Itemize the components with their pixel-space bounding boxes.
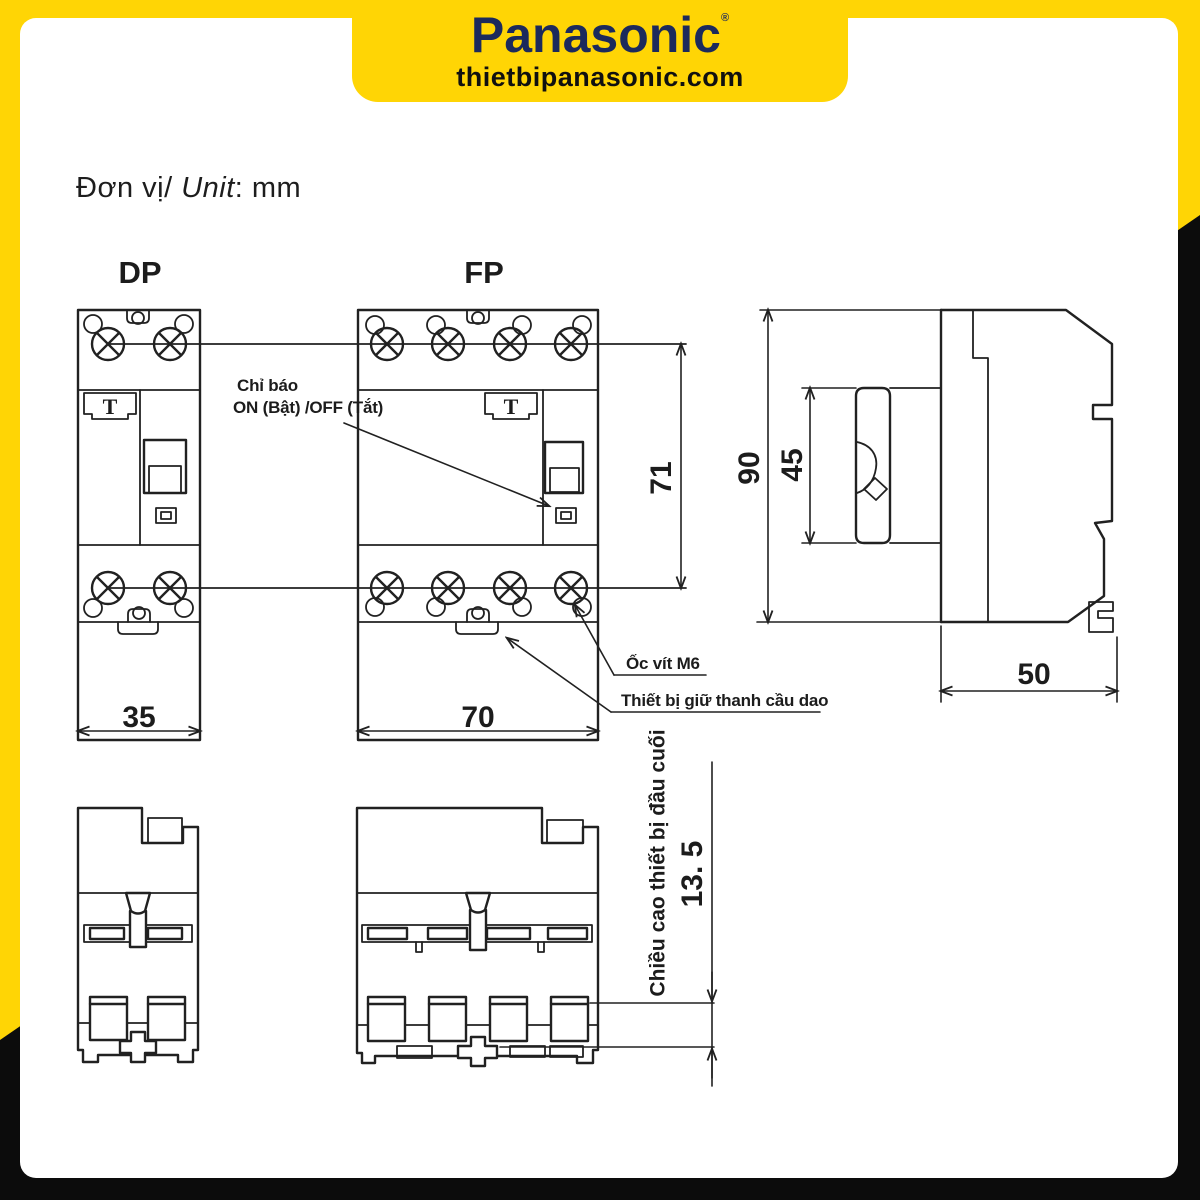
indicator-callout-line2: ON (Bật) /OFF (Tắt) (233, 398, 383, 417)
fp-width-value: 70 (461, 701, 494, 734)
rail-holder-tab (117, 621, 159, 635)
panasonic-logo: Panasonic® (471, 10, 729, 60)
indicator-leader (343, 422, 549, 506)
dp-front-view: T 35 (78, 308, 200, 742)
on-off-indicator (155, 507, 177, 524)
toggle-profile (854, 386, 892, 545)
screw-leader (575, 605, 615, 676)
side-view: 90 45 50 (733, 308, 1117, 703)
on-off-indicator (555, 507, 577, 524)
trip-marking-box (484, 392, 538, 420)
unit-label-vi: Đơn vị/ (76, 172, 182, 204)
toggle-handle (543, 440, 585, 495)
cross-slot (118, 1030, 158, 1064)
bottom-clamp (127, 608, 151, 623)
t-marking: T (103, 394, 118, 419)
terminal-axis-lines (107, 343, 687, 589)
side-body-outline (939, 308, 1114, 624)
mount-hole (174, 314, 194, 334)
screw-callout: Ốc vít M6 (626, 653, 700, 673)
dp-width-value: 35 (122, 701, 155, 734)
terminal-height-dimension: 13. 5 Chiều cao thiết bị đầu cuối (499, 729, 714, 1087)
website-text: thietbipanasonic.com (456, 61, 744, 92)
depth-value: 50 (1017, 658, 1050, 691)
bottom-clamp (466, 608, 490, 623)
unit-label: Đơn vị/ Unit: mm (76, 172, 301, 205)
dp-view-label: DP (118, 255, 161, 290)
indicator-callout-line1: Chỉ báo (237, 376, 298, 395)
terminal-block-tab (147, 817, 183, 844)
top-clamp (466, 309, 490, 324)
callout-annotations: Chỉ báo ON (Bật) /OFF (Tắt) Ốc vít M6 Th… (233, 376, 829, 713)
din-rail-clip (1088, 601, 1114, 633)
mount-hole (83, 314, 103, 334)
t-marking: T (504, 394, 519, 419)
fp-view-label: FP (464, 255, 504, 290)
terminal-pitch-dimension: 71 (645, 344, 681, 588)
rail-holder-callout: Thiết bị giữ thanh cầu dao (621, 691, 828, 710)
cross-slot (456, 1035, 499, 1068)
unit-label-suffix: : mm (234, 172, 302, 204)
rail-holder-tab (455, 621, 499, 635)
terminal-height-label: Chiều cao thiết bị đầu cuối (647, 729, 670, 996)
trip-marking-box (83, 392, 137, 420)
fp-bottom-view (355, 806, 600, 1068)
top-clamp (126, 309, 150, 324)
handle-height-value: 45 (776, 448, 809, 481)
site-banner: Panasonic® thietbipanasonic.com (352, 0, 848, 102)
toggle-grip-detail (863, 477, 888, 501)
dp-bottom-view (76, 806, 200, 1064)
body-height-value: 90 (733, 451, 766, 484)
fp-front-view: T 70 (358, 308, 598, 742)
unit-label-en: Unit (181, 172, 235, 204)
trademark-symbol: ® (721, 11, 730, 24)
terminal-height-value: 13. 5 (676, 841, 709, 908)
terminal-block-tab (546, 819, 584, 844)
terminal-pitch-value: 71 (645, 461, 678, 494)
rail-holder-leader (507, 638, 612, 713)
brand-text: Panasonic (470, 6, 721, 63)
